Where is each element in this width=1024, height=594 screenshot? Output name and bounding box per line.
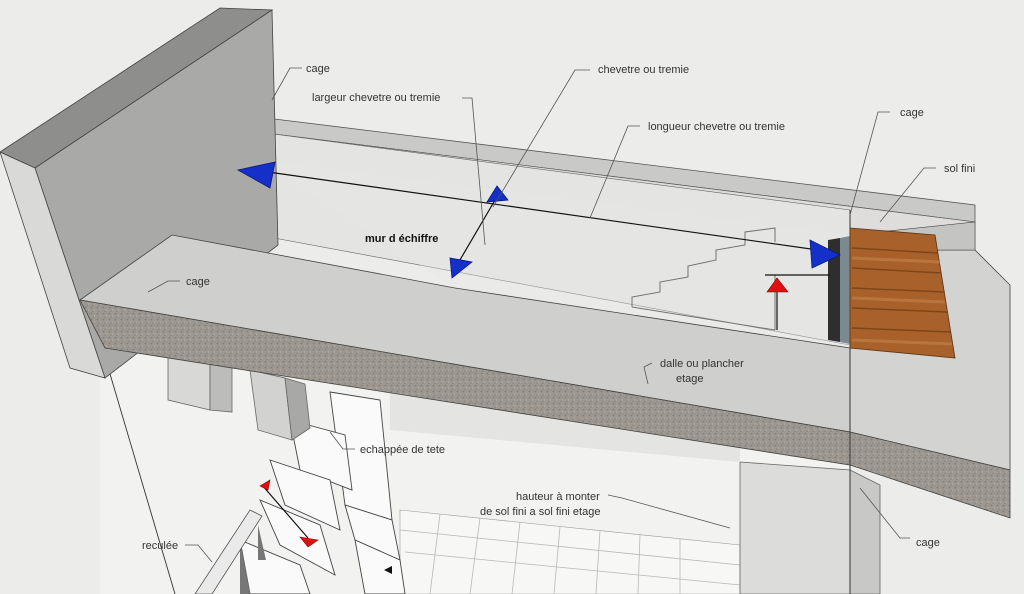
arrow-red-echappee (299, 536, 319, 548)
label-dalle-line1: dalle ou plancher (660, 358, 744, 370)
back-wall (257, 116, 976, 346)
leader-lines (147, 67, 936, 563)
label-reculee: reculée (142, 540, 178, 552)
label-hauteur-line2: de sol fini a sol fini etage (480, 506, 600, 518)
label-chevetre-tremie: chevetre ou tremie (598, 64, 689, 76)
arrow-longueur-right (809, 239, 841, 269)
label-cage-top-left: cage (306, 63, 330, 75)
label-sol-fini: sol fini (944, 163, 975, 175)
label-cage-top-right: cage (900, 107, 924, 119)
tremie-void (260, 160, 850, 348)
label-longueur-chevetre: longueur chevetre ou tremie (648, 121, 785, 133)
label-echappee: echappée de tete (360, 444, 445, 456)
arrow-largeur-bottom (449, 257, 473, 279)
finish-edge (828, 236, 850, 344)
arrow-black-small (384, 566, 392, 574)
lower-stair-area (99, 339, 881, 594)
arrow-longueur-left (236, 161, 276, 189)
label-hauteur-line1: hauteur à monter (516, 491, 600, 503)
arrow-red-reculee (259, 479, 271, 491)
arrow-largeur-top (486, 185, 509, 203)
arrow-red-hauteur (766, 277, 789, 293)
label-mur-echiffre: mur d échiffre (365, 233, 438, 245)
label-dalle-line2: etage (676, 373, 704, 385)
label-cage-bottom-right: cage (916, 537, 940, 549)
arrows (236, 161, 841, 574)
wood-floor (849, 227, 956, 359)
label-largeur-chevetre: largeur chevetre ou tremie (312, 92, 440, 104)
label-cage-left: cage (186, 276, 210, 288)
